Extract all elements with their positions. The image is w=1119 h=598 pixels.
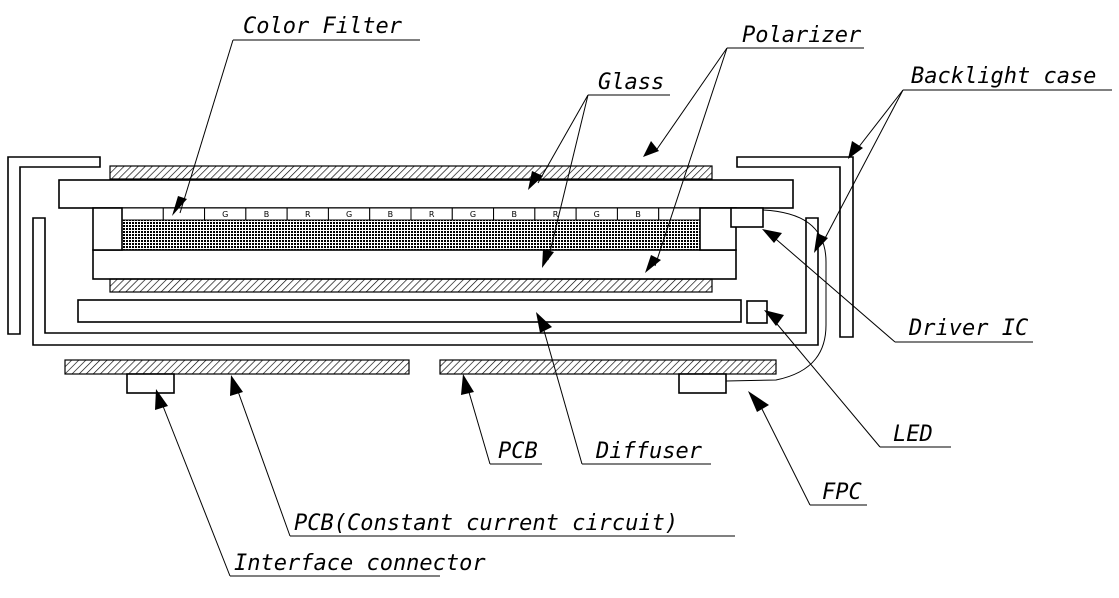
color-filter-cell-label: R (429, 210, 435, 219)
arrowhead-led (764, 310, 784, 326)
label-backlight-case: Backlight case (911, 64, 1096, 89)
lower-polarizer (109, 278, 713, 293)
backlight-case-tray (32, 217, 819, 346)
led-chip (746, 300, 768, 324)
pcb-right (439, 359, 777, 375)
arrowhead-pcb-constant (230, 375, 243, 396)
arrowhead-diffuser (536, 312, 552, 333)
color-filter-cell-label: G (470, 210, 476, 219)
right-seal (699, 207, 737, 251)
label-pcb: PCB (498, 439, 538, 464)
arrowhead-fpc (748, 391, 769, 412)
arrowhead-color-filter (172, 196, 187, 216)
label-glass: Glass (598, 70, 664, 95)
label-pcb-constant-current: PCB(Constant current circuit) (294, 511, 678, 536)
arrowhead-pcb (461, 374, 474, 395)
arrowhead-driver-ic (762, 229, 782, 243)
label-polarizer: Polarizer (742, 23, 862, 48)
arrowhead-glass-upper (528, 171, 543, 190)
label-interface-connector: Interface connector (234, 551, 486, 576)
color-filter-cell-label: B (388, 210, 394, 219)
upper-polarizer (109, 165, 713, 180)
interface-connector-block (126, 373, 175, 394)
color-filter-cell (162, 207, 206, 221)
upper-glass (58, 179, 794, 209)
arrowhead-backlight-upper (848, 141, 863, 159)
backlight-case-right-bracket (736, 156, 854, 338)
arrowhead-polarizer-lower (645, 255, 661, 273)
backlight-case-left-bracket (7, 156, 101, 335)
diffuser-plate (77, 299, 742, 323)
color-filter-cell-label: G (346, 210, 352, 219)
color-filter-cell-label: G (594, 210, 600, 219)
color-filter-cell-label: B (511, 210, 517, 219)
color-filter-cell-label: R (305, 210, 311, 219)
color-filter-cell-label: R (553, 210, 559, 219)
label-diffuser: Diffuser (595, 439, 703, 464)
label-fpc: FPC (822, 480, 862, 505)
driver-ic-chip (730, 207, 764, 228)
color-filter-cell-label: G (222, 210, 228, 219)
arrowhead-glass-lower (542, 249, 554, 268)
label-driver-ic: Driver IC (908, 316, 1029, 341)
liquid-crystal-layer (121, 219, 701, 251)
arrowheads (155, 141, 863, 412)
label-led: LED (893, 422, 933, 447)
arrowhead-interface-connector (155, 389, 168, 410)
arrowhead-backlight-lower (814, 233, 828, 253)
pcb-left (64, 359, 410, 375)
fpc-connector-block (678, 373, 727, 394)
color-filter-cell-label: B (635, 210, 641, 219)
label-color-filter: Color Filter (243, 14, 403, 39)
lower-glass (92, 249, 737, 280)
color-filter-cell (121, 207, 164, 221)
fpc-cable (725, 209, 827, 382)
left-seal (92, 207, 123, 251)
arrowhead-polarizer-upper (643, 141, 659, 157)
leader-lines (158, 39, 1112, 577)
color-filter-cell-label: B (264, 210, 270, 219)
color-filter-cell (658, 207, 701, 221)
